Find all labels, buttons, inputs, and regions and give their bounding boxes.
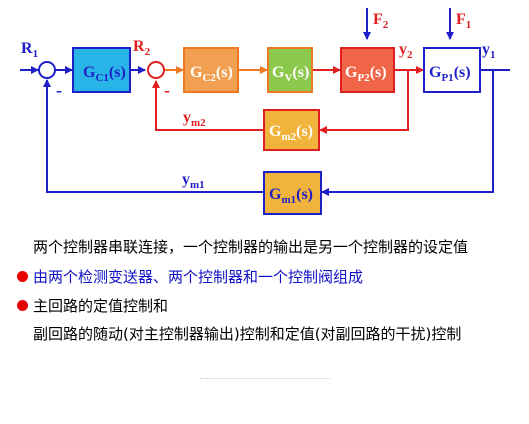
bullet-icon [17, 271, 28, 282]
description-line-2: 由两个检测变送器、两个控制器和一个控制阀组成 [17, 266, 364, 287]
block-gv: GV(s) [267, 47, 313, 93]
label-r1: R1 [21, 40, 38, 60]
label-y2: y2 [399, 41, 413, 61]
block-gc2: GC2(s) [183, 47, 239, 93]
label-ym1: ym1 [182, 171, 205, 191]
label-f1: F1 [456, 11, 471, 31]
description-line-3: 主回路的定值控制和 [17, 295, 169, 316]
block-gm2: Gm2(s) [263, 109, 320, 151]
svg-text:GP2(s): GP2(s) [345, 64, 387, 84]
svg-text:GC2(s): GC2(s) [190, 64, 233, 84]
cascade-control-block-diagram: GC1(s) GC2(s) GV(s) GP2(s) GP1(s) Gm2(s)… [20, 8, 510, 215]
label-y1: y1 [482, 41, 496, 61]
block-gp2: GP2(s) [340, 47, 395, 93]
label-f2: F2 [373, 11, 389, 31]
block-gm1: Gm1(s) [263, 171, 322, 215]
block-gc1: GC1(s) [72, 47, 131, 93]
block-gp1: GP1(s) [423, 47, 481, 93]
minus-sign-inner: - [164, 80, 170, 100]
outer-loop-lines [20, 8, 510, 196]
svg-text:Gm1(s): Gm1(s) [269, 186, 313, 206]
svg-text:GV(s): GV(s) [272, 64, 309, 84]
divider [200, 378, 330, 380]
label-ym2: ym2 [183, 109, 206, 129]
description-line-3-text: 主回路的定值控制和 [33, 297, 169, 315]
svg-text:GC1(s): GC1(s) [83, 64, 126, 84]
label-r2: R2 [133, 38, 151, 58]
description-line-1: 两个控制器串联连接，一个控制器的输出是另一个控制器的设定值 [33, 238, 469, 256]
inner-loop-lines [152, 66, 424, 134]
svg-text:GP1(s): GP1(s) [429, 64, 471, 84]
minus-sign-outer: - [56, 80, 62, 100]
description-line-2-text: 由两个检测变送器、两个控制器和一个控制阀组成 [33, 268, 364, 286]
svg-text:Gm2(s): Gm2(s) [269, 123, 313, 143]
inner-summing-junction [147, 61, 165, 79]
outer-summing-junction [38, 61, 56, 79]
description-line-4: 副回路的随动(对主控制器输出)控制和定值(对副回路的干扰)控制 [33, 325, 462, 343]
bullet-icon [17, 300, 28, 311]
